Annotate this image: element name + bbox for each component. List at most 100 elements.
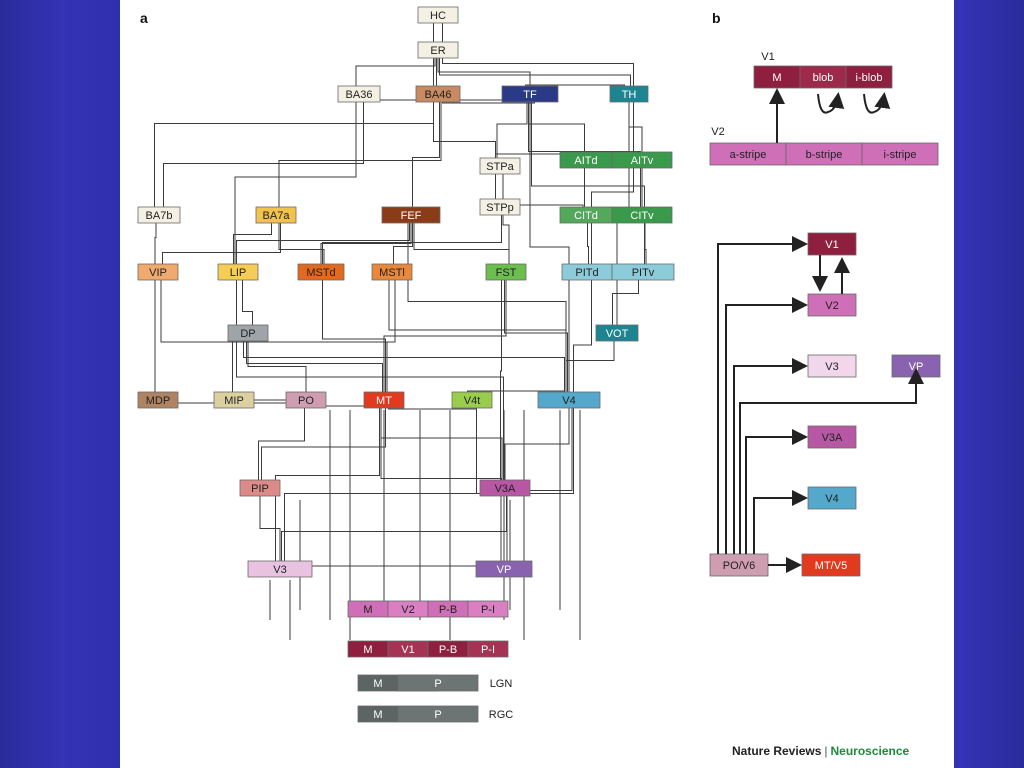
area-fef-box	[381, 206, 441, 224]
connection-line	[591, 94, 634, 272]
area-vip-label: VIP	[149, 267, 167, 279]
area-ba7b-box	[137, 206, 181, 224]
area-pip-label: PIP	[251, 483, 269, 495]
v1-title: V1	[761, 51, 774, 63]
connection-line	[242, 272, 253, 333]
area-stpa-label: STPa	[486, 161, 514, 173]
po-to-vp-arrow	[739, 368, 924, 554]
rgc-p-label: P	[434, 709, 441, 721]
lgn-p-cell	[397, 674, 479, 692]
area-er-box	[417, 41, 459, 59]
area-pitv-label: PITv	[632, 267, 655, 279]
area-pitv-box	[611, 263, 675, 281]
area-v3a-label: V3A	[495, 483, 516, 495]
v2-title: V2	[711, 126, 724, 138]
v2-row-cell-label: P-B	[439, 604, 457, 616]
connection-line	[278, 94, 442, 215]
area-v3-label: V3	[273, 564, 286, 576]
connection-line	[504, 272, 568, 400]
area-mdp-box	[137, 391, 179, 409]
connection-line	[644, 215, 647, 272]
v1-row-cell	[467, 640, 509, 658]
connection-line	[275, 400, 380, 569]
publisher-name: Nature Reviews	[732, 744, 822, 758]
box-bv1	[807, 232, 857, 256]
box-bv3-label: V3	[825, 361, 838, 373]
area-citv-label: CITv	[630, 210, 654, 222]
connection-line	[531, 94, 645, 272]
area-ba46-box	[415, 85, 461, 103]
box-bv4	[807, 486, 857, 510]
connection-line	[259, 488, 281, 569]
area-stpp-label: STPp	[486, 202, 514, 214]
connection-line	[163, 94, 364, 215]
area-mt-box	[363, 391, 405, 409]
connection-line	[587, 215, 589, 272]
panel-b-letter: b	[712, 10, 721, 26]
area-mt-label: MT	[376, 395, 392, 407]
connection-line	[322, 272, 386, 400]
connection-line	[612, 272, 639, 333]
panel-a-letter: a	[140, 10, 148, 26]
area-tf-label: TF	[523, 89, 537, 101]
connection-line	[393, 215, 413, 272]
connection-line	[439, 50, 631, 94]
connection-line	[236, 272, 504, 488]
connection-line	[154, 215, 157, 272]
area-ba46-label: BA46	[425, 89, 452, 101]
connection-line	[573, 272, 592, 400]
connection-line	[380, 400, 503, 488]
v2-row-cell	[467, 600, 509, 618]
rgc-label: RGC	[489, 709, 514, 721]
connection-line	[320, 215, 412, 272]
connection-line	[236, 215, 410, 272]
connection-line	[154, 50, 434, 215]
journal-credit: Nature Reviews|Neuroscience	[732, 744, 909, 758]
area-aitd-label: AITd	[574, 155, 597, 167]
area-th-box	[609, 85, 649, 103]
self-loop-arrow	[817, 92, 845, 114]
area-ba7b-label: BA7b	[146, 210, 173, 222]
v1-compartment-label: blob	[813, 72, 834, 84]
v1-compartment	[845, 65, 893, 89]
area-fef-label: FEF	[401, 210, 422, 222]
area-lip-label: LIP	[230, 267, 247, 279]
area-ba7a-label: BA7a	[263, 210, 291, 222]
box-bv3	[807, 354, 857, 378]
box-bvp-label: VP	[909, 361, 924, 373]
area-mstd-label: MSTd	[306, 267, 335, 279]
po-to-v3-arrow	[733, 358, 808, 554]
connection-line	[502, 166, 510, 272]
area-v4t-label: V4t	[464, 395, 481, 407]
area-po-box	[285, 391, 327, 409]
connection-line	[234, 94, 357, 272]
lgn-row-cell-label: M	[373, 678, 382, 690]
connection-line	[233, 215, 272, 272]
connection-line	[162, 215, 281, 272]
box-bv2	[807, 293, 857, 317]
area-po-label: PO	[298, 395, 314, 407]
connection-line	[496, 94, 528, 166]
box-bv2-label: V2	[825, 300, 838, 312]
area-mdp-label: MDP	[146, 395, 170, 407]
connection-line	[388, 272, 567, 400]
box-bmt-label: MT/V5	[815, 560, 847, 572]
area-mip-label: MIP	[224, 395, 244, 407]
rgc-p-cell	[397, 705, 479, 723]
area-mstd-box	[297, 263, 345, 281]
area-mstl-box	[371, 263, 413, 281]
area-ba36-box	[337, 85, 381, 103]
v1-compartment-label: M	[772, 72, 781, 84]
area-v4-box	[537, 391, 601, 409]
area-hc-box	[417, 6, 459, 24]
v1-compartment-label: i-blob	[856, 72, 883, 84]
connection-line	[628, 94, 643, 160]
box-bv4-label: V4	[825, 493, 838, 505]
connection-line	[258, 400, 305, 488]
connection-line	[500, 272, 502, 488]
area-lip-box	[217, 263, 259, 281]
connection-line	[413, 215, 510, 272]
